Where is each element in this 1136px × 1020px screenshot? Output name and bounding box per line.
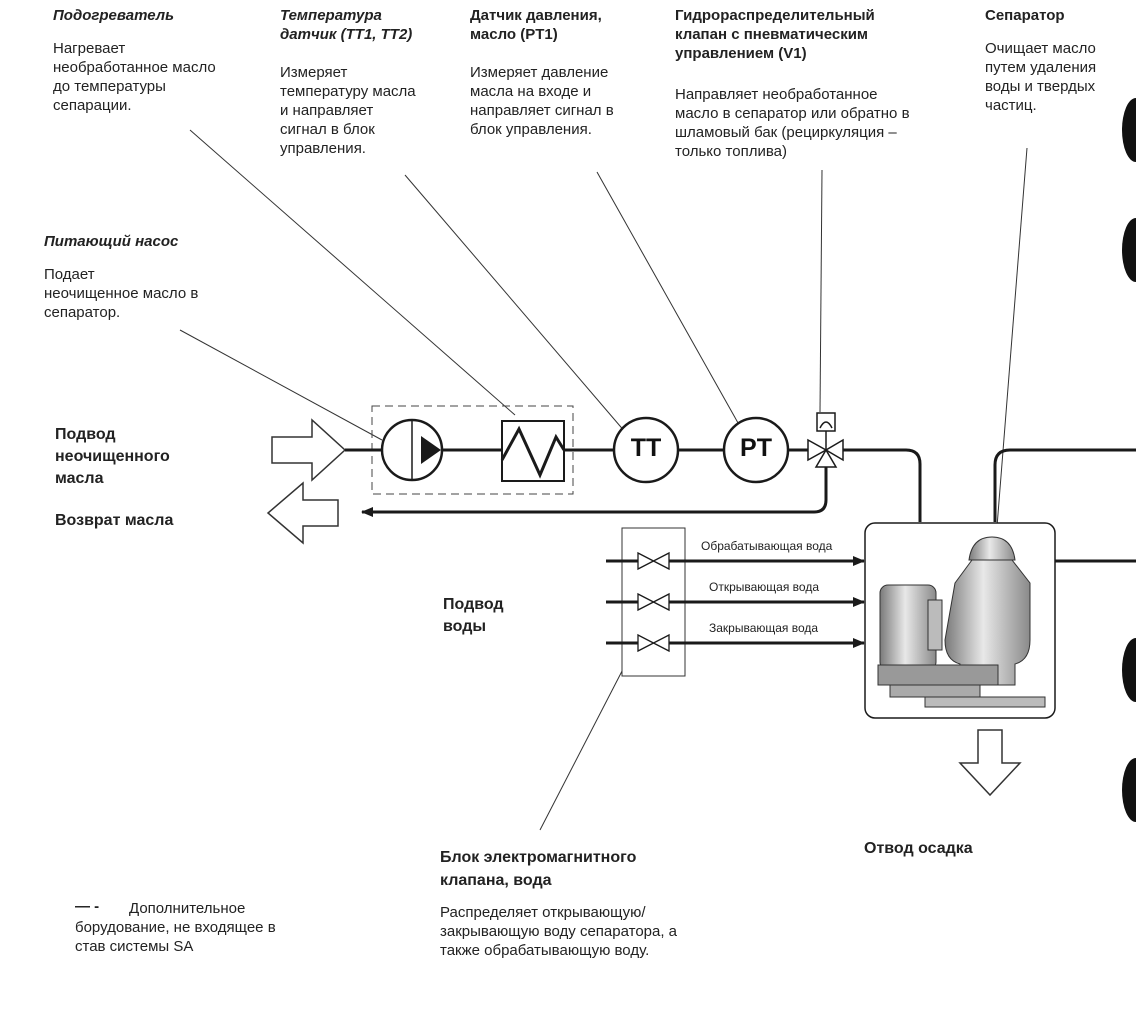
oil-return-label: Возврат масла	[55, 512, 174, 529]
tt-label: TT	[630, 434, 662, 462]
solenoid-block-desc: Распределяет открывающую/ закрывающую во…	[440, 904, 678, 959]
leader-lines	[179, 129, 1028, 831]
legend-dash: — -	[75, 898, 100, 915]
heater-symbol	[500, 420, 566, 482]
pt-label: PT	[740, 434, 772, 462]
valve-title: Гидрораспределительный клапан с пневмати…	[675, 7, 875, 62]
oil-return-arrow	[266, 481, 339, 545]
separator-title: Сепаратор	[985, 7, 1065, 24]
water-inlet-label: Подвод воды	[443, 596, 504, 635]
pressure-sensor-desc: Измеряет давление масла на входе и напра…	[470, 64, 614, 138]
heater-title: Подогреватель	[53, 7, 175, 24]
water-line-label: Открывающая вода	[708, 580, 820, 594]
tt-sensor-symbol	[612, 416, 680, 484]
feed-pump-desc: Подает неочищенное масло в сепаратор.	[44, 266, 199, 321]
solenoid-block-title: Блок электромагнитного клапана, вода	[440, 849, 637, 889]
scan-marks	[1122, 98, 1136, 822]
heater-desc: Нагревает необработанное масло до темпер…	[53, 40, 216, 114]
three-way-valve-symbol	[807, 412, 844, 468]
water-line-label: Закрывающая вода	[708, 621, 820, 635]
sludge-outlet-arrow	[958, 729, 1022, 797]
oil-inlet-label: Подвод неочищенного масла	[55, 426, 170, 487]
oil-inlet-arrow	[271, 418, 347, 482]
pressure-sensor-title: Датчик давления, масло (PT1)	[470, 7, 602, 43]
separator-desc: Очищает масло путем удаления воды и твер…	[985, 40, 1097, 114]
valve-desc: Направляет необработанное масло в сепара…	[675, 86, 910, 160]
oil-line	[345, 448, 1136, 563]
water-lines	[606, 556, 865, 648]
water-line-label: Обрабатывающая вода	[700, 539, 834, 553]
feed-pump-symbol	[380, 418, 444, 482]
separator-module	[864, 522, 1056, 719]
solenoid-valves	[637, 551, 670, 653]
temp-sensor-title: Температура датчик (TT1, TT2)	[280, 7, 413, 43]
legend-text: Дополнительное борудование, не входящее …	[75, 900, 276, 955]
feed-pump-title: Питающий насос	[44, 233, 179, 250]
temp-sensor-desc: Измеряет температуру масла и направляет …	[280, 64, 416, 157]
pt-sensor-symbol	[722, 416, 790, 484]
sludge-outlet-label: Отвод осадка	[864, 840, 973, 857]
